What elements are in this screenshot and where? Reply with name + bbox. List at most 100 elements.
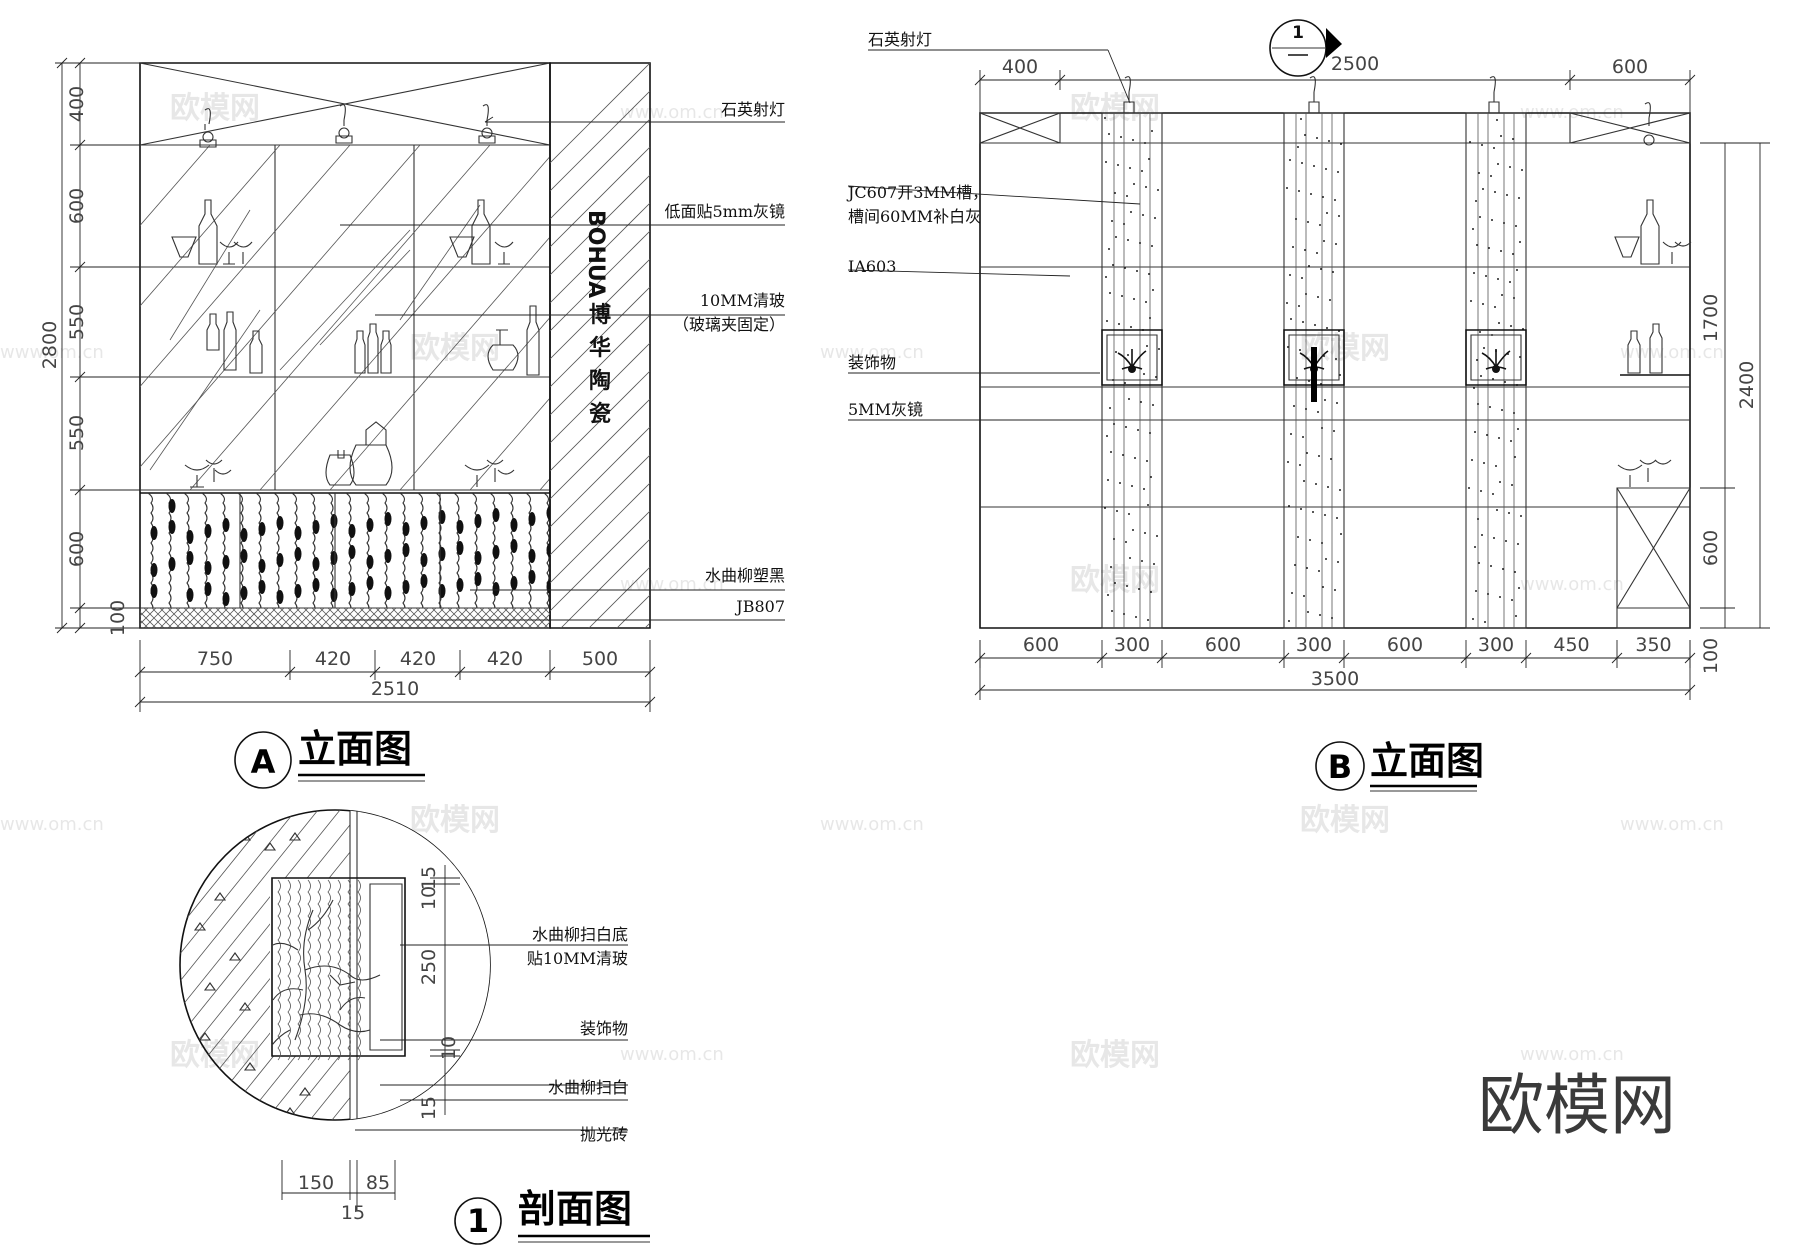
label-b-jc607-2: 槽间60MM补白灰 xyxy=(848,207,981,226)
dim-b-bottom-2: 600 xyxy=(1205,634,1241,656)
label-s-wood2: 水曲柳扫白 xyxy=(548,1078,628,1097)
dim-b-bottom-4: 600 xyxy=(1387,634,1423,656)
wood-grain-cabinet xyxy=(148,493,550,613)
section-marker-number: 1 xyxy=(1292,23,1304,43)
watermark-url: www.om.cn xyxy=(1520,1044,1624,1065)
spotlight-icon xyxy=(479,105,495,143)
section-1: 水曲柳扫白底 贴10MM清玻 装饰物 水曲柳扫白 抛光砖 15 10 250 1… xyxy=(0,770,824,1244)
label-s-ornament: 装饰物 xyxy=(580,1019,628,1038)
elevation-a-marker-letter: A xyxy=(251,743,276,781)
watermark-text: 欧模网 xyxy=(1300,803,1390,838)
elevation-b-wall-outline xyxy=(980,113,1690,628)
dim-b-right-0: 1700 xyxy=(1700,294,1722,342)
elevation-a-marker xyxy=(235,732,291,788)
watermark-url: www.om.cn xyxy=(820,814,924,835)
label-a-glass-2: （玻璃夹固定） xyxy=(673,315,785,334)
section-1-title: 剖面图 xyxy=(518,1187,632,1231)
dim-b-bottom-6: 450 xyxy=(1553,634,1589,656)
watermark-url: www.om.cn xyxy=(1620,342,1724,363)
dim-a-bottom-3: 420 xyxy=(487,648,523,670)
side-pillar xyxy=(550,63,650,628)
watermark-text: 欧模网 xyxy=(1070,91,1160,126)
dim-a-left-5: 100 xyxy=(107,600,129,636)
dim-b-right-2: 100 xyxy=(1700,638,1722,674)
dim-b-bottom-3: 300 xyxy=(1296,634,1332,656)
label-b-mirror: 5MM灰镜 xyxy=(848,400,923,419)
label-b-spotlight: 石英射灯 xyxy=(868,30,932,49)
elevation-b-marker xyxy=(1316,742,1364,790)
label-a-spotlight: 石英射灯 xyxy=(721,100,785,119)
watermark-url: www.om.cn xyxy=(820,342,924,363)
elevation-a-title: 立面图 xyxy=(298,727,412,771)
dim-a-bottom-1: 420 xyxy=(315,648,351,670)
dim-b-right-1: 600 xyxy=(1700,530,1722,566)
dim-b-top-0: 400 xyxy=(1002,56,1038,78)
dim-b-bottom-1: 300 xyxy=(1114,634,1150,656)
dim-a-left-1: 600 xyxy=(66,188,88,224)
watermark-url: www.om.cn xyxy=(0,814,104,835)
dim-a-left-0: 400 xyxy=(66,86,88,122)
dim-a-bottom-4: 500 xyxy=(582,648,618,670)
wine-bottles-icon xyxy=(172,200,539,487)
watermark-url: www.om.cn xyxy=(0,342,104,363)
spotlight-icon xyxy=(1124,77,1654,145)
dim-s-right-4: 15 xyxy=(418,1096,440,1120)
dim-s-bottom-1: 85 xyxy=(366,1172,390,1194)
label-b-ornament: 装饰物 xyxy=(848,353,896,372)
watermark-text: 欧模网 xyxy=(170,1038,260,1073)
elevation-b-title: 立面图 xyxy=(1370,739,1484,783)
section-1-marker xyxy=(455,1198,501,1244)
dim-a-bottom-2: 420 xyxy=(400,648,436,670)
spotlight-icon xyxy=(200,109,216,147)
watermark-text: 欧模网 xyxy=(410,803,500,838)
base-crosshatch xyxy=(120,608,588,628)
dim-s-right-0: 15 xyxy=(418,866,440,890)
dim-b-top-2: 600 xyxy=(1612,56,1648,78)
watermark-text: 欧模网 xyxy=(170,91,260,126)
dim-b-bottom-7: 350 xyxy=(1635,634,1671,656)
label-s-wood-1: 水曲柳扫白底 xyxy=(532,925,628,944)
label-a-glass-1: 10MM清玻 xyxy=(700,291,785,310)
ornament-frames xyxy=(1102,330,1526,402)
section-marker: 1 xyxy=(1270,20,1342,76)
dim-b-bottom-0: 600 xyxy=(1023,634,1059,656)
label-s-tile: 抛光砖 xyxy=(580,1125,628,1144)
site-logo: 欧模网 xyxy=(1478,1067,1676,1144)
watermark-url: www.om.cn xyxy=(620,1044,724,1065)
watermark-text: 欧模网 xyxy=(410,331,500,366)
dim-a-bottom-0: 750 xyxy=(197,648,233,670)
dim-a-left-4: 600 xyxy=(66,531,88,567)
label-b-jc607-1: JC607开3MM槽， xyxy=(846,183,988,202)
dim-a-total: 2510 xyxy=(371,678,419,700)
dim-a-left-total: 2800 xyxy=(39,321,61,369)
watermark-url: www.om.cn xyxy=(1620,814,1724,835)
dim-b-total: 3500 xyxy=(1311,668,1359,690)
label-a-mirror: 低面贴5mm灰镜 xyxy=(664,202,785,221)
watermark-text: 欧模网 xyxy=(1070,563,1160,598)
stone-columns xyxy=(1102,113,1526,628)
dim-b-right-outer: 2400 xyxy=(1736,361,1758,409)
dim-a-left-3: 550 xyxy=(66,415,88,451)
wine-bottles-icon xyxy=(1615,200,1691,487)
watermark-text: 欧模网 xyxy=(1070,1038,1160,1073)
watermark-url: www.om.cn xyxy=(620,102,724,123)
watermark-url: www.om.cn xyxy=(1520,574,1624,595)
label-a-base: JB807 xyxy=(734,597,785,616)
dim-s-right-3: 10 xyxy=(438,1036,460,1060)
dim-a-left-2: 550 xyxy=(66,304,88,340)
dim-s-bottom-0: 150 xyxy=(298,1172,334,1194)
elevation-a: BOHUA 博华陶瓷 400 600 550 550 600 100 2800 … xyxy=(39,58,785,835)
wood-section xyxy=(278,880,361,1060)
label-s-wood-2: 贴10MM清玻 xyxy=(527,949,628,968)
dim-b-bottom-5: 300 xyxy=(1478,634,1514,656)
spotlight-icon xyxy=(336,105,352,143)
dim-s-right-1: 10 xyxy=(418,886,440,910)
dim-s-right-2: 250 xyxy=(418,949,440,985)
dim-b-top-1: 2500 xyxy=(1331,53,1379,75)
brand-latin: BOHUA xyxy=(583,210,608,298)
ornament-branch-icon xyxy=(272,900,380,1045)
label-a-wood: 水曲柳塑黑 xyxy=(705,566,785,585)
